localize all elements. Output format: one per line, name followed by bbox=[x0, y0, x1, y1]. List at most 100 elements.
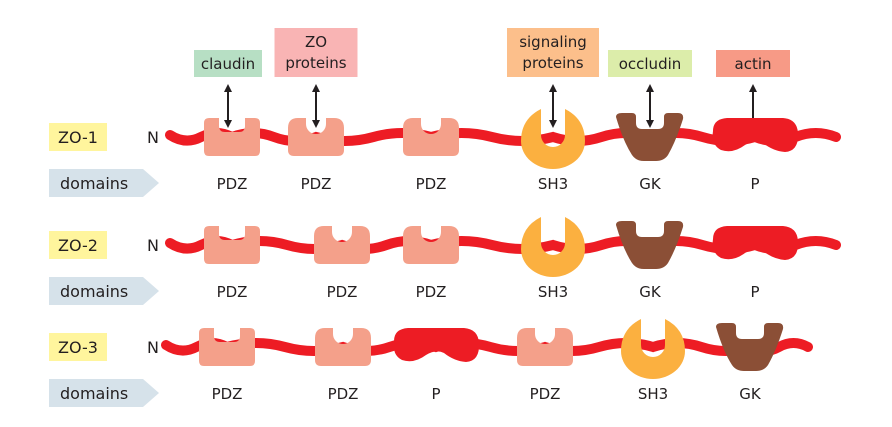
domain-label: PDZ bbox=[530, 385, 561, 403]
partner-label-text: proteins bbox=[522, 54, 583, 72]
domain-pdz bbox=[403, 118, 459, 156]
partner-label-box bbox=[274, 28, 358, 77]
p-domain-shape bbox=[393, 328, 480, 362]
domain-label: P bbox=[431, 385, 440, 403]
domain-gk bbox=[616, 221, 684, 269]
domain-p bbox=[712, 118, 799, 152]
binding-partner-occludin: occludin bbox=[608, 50, 692, 128]
binding-partner-claudin: claudin bbox=[194, 50, 262, 128]
arrow-head-up-icon bbox=[224, 84, 232, 92]
domain-pdz bbox=[314, 226, 370, 264]
gk-domain-shape bbox=[616, 221, 684, 269]
n-terminus-label: N bbox=[147, 128, 159, 147]
p-domain-shape bbox=[712, 226, 799, 260]
protein-name: ZO-2 bbox=[58, 236, 98, 255]
pdz-domain-shape bbox=[204, 226, 260, 264]
domain-label: PDZ bbox=[416, 175, 447, 193]
domain-label: GK bbox=[639, 283, 662, 301]
protein-name-badge bbox=[49, 123, 107, 151]
domain-label: SH3 bbox=[538, 175, 568, 193]
protein-name-badge bbox=[49, 333, 107, 361]
pdz-domain-shape bbox=[315, 328, 371, 366]
domain-gk bbox=[716, 323, 784, 371]
domain-pdz bbox=[199, 328, 255, 366]
domain-label: P bbox=[750, 175, 759, 193]
arrow-head-up-icon bbox=[646, 84, 654, 92]
domain-p bbox=[393, 328, 480, 362]
domain-pdz bbox=[403, 226, 459, 264]
domain-sh3 bbox=[521, 217, 585, 277]
domain-label: SH3 bbox=[538, 283, 568, 301]
domain-pdz bbox=[204, 226, 260, 264]
partner-label-text: proteins bbox=[285, 54, 346, 72]
binding-partner-zo-proteins: ZO proteins bbox=[274, 28, 358, 128]
pdz-domain-shape bbox=[199, 328, 255, 366]
partner-label-box bbox=[194, 50, 262, 77]
p-domain-shape bbox=[712, 118, 799, 152]
partner-label-text: occludin bbox=[619, 55, 682, 73]
domain-label: PDZ bbox=[416, 283, 447, 301]
partner-label-box bbox=[507, 28, 599, 77]
domains-badge bbox=[49, 379, 159, 407]
domain-p bbox=[712, 226, 799, 260]
domain-pdz bbox=[288, 118, 344, 156]
n-terminus-label: N bbox=[147, 236, 159, 255]
domain-sh3 bbox=[521, 109, 585, 169]
arrow-head-down-icon bbox=[312, 120, 320, 128]
arrow-head-up-icon bbox=[312, 84, 320, 92]
pdz-domain-shape bbox=[204, 118, 260, 156]
binding-partner-signaling-proteins: signaling proteins bbox=[507, 28, 599, 128]
domains-badge bbox=[49, 169, 159, 197]
domain-label: PDZ bbox=[328, 385, 359, 403]
protein-name: ZO-3 bbox=[58, 338, 98, 357]
polypeptide-chain bbox=[161, 338, 813, 356]
domain-label: P bbox=[750, 283, 759, 301]
protein-name: ZO-1 bbox=[58, 128, 98, 147]
gk-domain-shape bbox=[716, 323, 784, 371]
binding-partner-actin: actin bbox=[716, 50, 790, 128]
pdz-domain-shape bbox=[403, 226, 459, 264]
domain-label: PDZ bbox=[327, 283, 358, 301]
domain-label: SH3 bbox=[638, 385, 668, 403]
arrow-head-up-icon bbox=[549, 84, 557, 92]
domain-label: PDZ bbox=[217, 283, 248, 301]
domains-badge-label: domains bbox=[60, 282, 128, 301]
domains-badge bbox=[49, 277, 159, 305]
protein-name-badge bbox=[49, 231, 107, 259]
pdz-domain-shape bbox=[403, 118, 459, 156]
domain-label: PDZ bbox=[301, 175, 332, 193]
domains-badge-label: domains bbox=[60, 384, 128, 403]
pdz-domain-shape bbox=[288, 118, 344, 156]
sh3-domain-shape bbox=[521, 217, 585, 277]
partner-label-text: ZO bbox=[305, 33, 327, 51]
domain-label: GK bbox=[639, 175, 662, 193]
domain-gk bbox=[616, 113, 684, 161]
domain-label: PDZ bbox=[212, 385, 243, 403]
partner-label-box bbox=[716, 50, 790, 77]
domain-label: GK bbox=[739, 385, 762, 403]
partner-label-text: claudin bbox=[201, 55, 255, 73]
domain-sh3 bbox=[621, 319, 685, 379]
pdz-domain-shape bbox=[314, 226, 370, 264]
gk-domain-shape bbox=[616, 113, 684, 161]
arrow-head-down-icon bbox=[224, 120, 232, 128]
partner-label-box bbox=[608, 50, 692, 77]
arrow-head-down-icon bbox=[549, 120, 557, 128]
binding-partners: claudin ZO proteins signaling proteins occlud… bbox=[194, 28, 790, 128]
arrow-head-up-icon bbox=[749, 84, 757, 92]
pdz-domain-shape bbox=[517, 328, 573, 366]
domain-pdz bbox=[204, 118, 260, 156]
partner-label-text: signaling bbox=[519, 33, 587, 51]
partner-label-text: actin bbox=[735, 55, 772, 73]
sh3-domain-shape bbox=[621, 319, 685, 379]
domain-label: PDZ bbox=[217, 175, 248, 193]
domain-pdz bbox=[315, 328, 371, 366]
sh3-domain-shape bbox=[521, 109, 585, 169]
arrow-head-down-icon bbox=[646, 120, 654, 128]
domain-pdz bbox=[517, 328, 573, 366]
